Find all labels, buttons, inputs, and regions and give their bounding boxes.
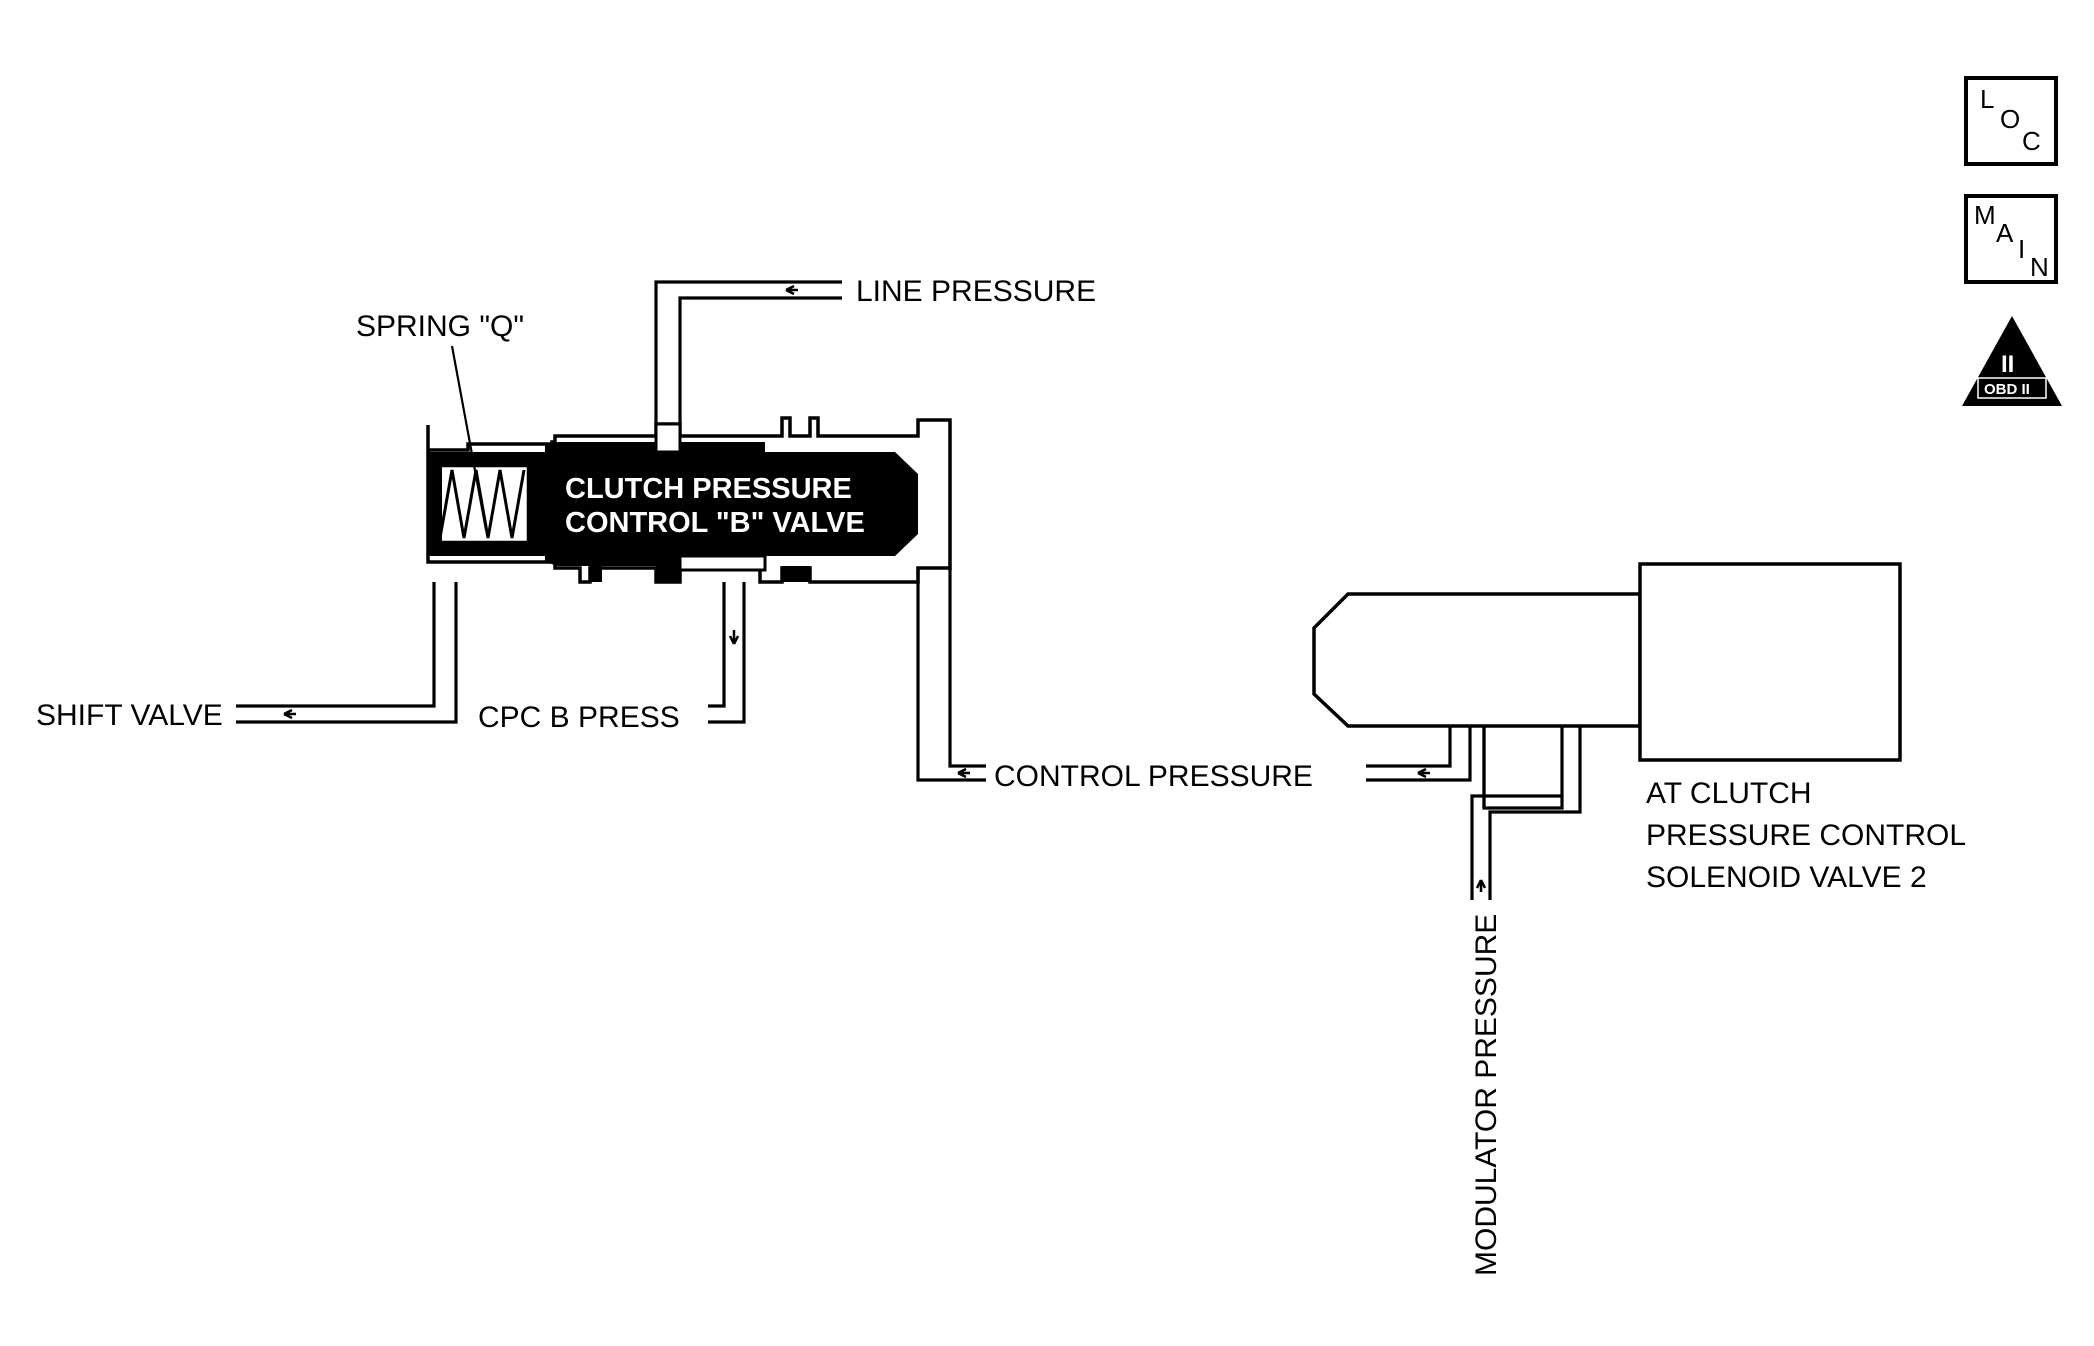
control-pressure-arrow-right xyxy=(1417,767,1430,779)
loc-icon-letter-o: O xyxy=(2000,104,2020,134)
shift-valve-label: SHIFT VALVE xyxy=(36,699,223,732)
valve-bottom-land-1 xyxy=(656,566,680,582)
spring-chamber-band xyxy=(428,460,442,548)
valve-label-line1: CLUTCH PRESSURE xyxy=(565,473,852,505)
valve-bottom-land-2 xyxy=(782,566,810,582)
control-pressure-passage: CONTROL PRESSURE xyxy=(916,568,1472,793)
spring-q-label: SPRING "Q" xyxy=(356,310,524,343)
valve-label-line2: CONTROL "B" VALVE xyxy=(565,507,865,539)
main-icon[interactable]: M A I N xyxy=(1964,194,2058,284)
valve-spool xyxy=(428,442,918,566)
spring-q-leader xyxy=(450,345,488,531)
main-icon-letter-n: N xyxy=(2030,252,2049,282)
line-pressure-arrow xyxy=(785,284,798,296)
line-pressure-label: LINE PRESSURE xyxy=(856,275,1096,308)
main-icon-letter-a: A xyxy=(1996,218,2014,248)
loc-icon[interactable]: L O C xyxy=(1964,76,2058,166)
main-icon-letter-i: I xyxy=(2018,234,2025,264)
cpc-b-arrow xyxy=(728,630,740,645)
valve-bottom-land-3 xyxy=(590,566,602,582)
loc-icon-letter-c: C xyxy=(2022,126,2041,156)
control-pressure-label: CONTROL PRESSURE xyxy=(994,760,1313,793)
solenoid-label-line3: SOLENOID VALVE 2 xyxy=(1646,861,1927,894)
solenoid-nozzle xyxy=(1312,592,1642,728)
clutch-pressure-control-b-valve: CLUTCH PRESSURE CONTROL "B" VALVE xyxy=(426,416,952,584)
obd-icon-numeral: II xyxy=(2001,351,2014,378)
solenoid-label-line2: PRESSURE CONTROL xyxy=(1646,819,1966,852)
loc-icon-letter-l: L xyxy=(1980,84,1994,114)
obd-ii-icon[interactable]: II OBD II xyxy=(1962,316,2062,406)
modulator-pressure-label: MODULATOR PRESSURE xyxy=(1470,914,1503,1276)
main-icon-letter-m: M xyxy=(1974,200,1996,230)
cpc-b-press-passage: SHIFT VALVE CPC B PRESS xyxy=(36,582,746,734)
control-pressure-arrow-left xyxy=(957,767,970,779)
modulator-pressure-arrow xyxy=(1475,879,1487,892)
solenoid-body xyxy=(1638,562,1902,762)
line-pressure-passage: LINE PRESSURE xyxy=(654,275,1096,424)
solenoid-label-line1: AT CLUTCH xyxy=(1646,777,1812,810)
valve-top-port xyxy=(654,422,682,454)
shift-valve-arrow xyxy=(283,708,296,720)
at-clutch-pressure-control-solenoid-valve-2: AT CLUTCH PRESSURE CONTROL SOLENOID VALV… xyxy=(1312,562,1966,1276)
cpc-b-press-label: CPC B PRESS xyxy=(478,701,680,734)
valve-center-groove xyxy=(678,554,767,572)
obd-icon-text: OBD II xyxy=(1984,381,2030,398)
